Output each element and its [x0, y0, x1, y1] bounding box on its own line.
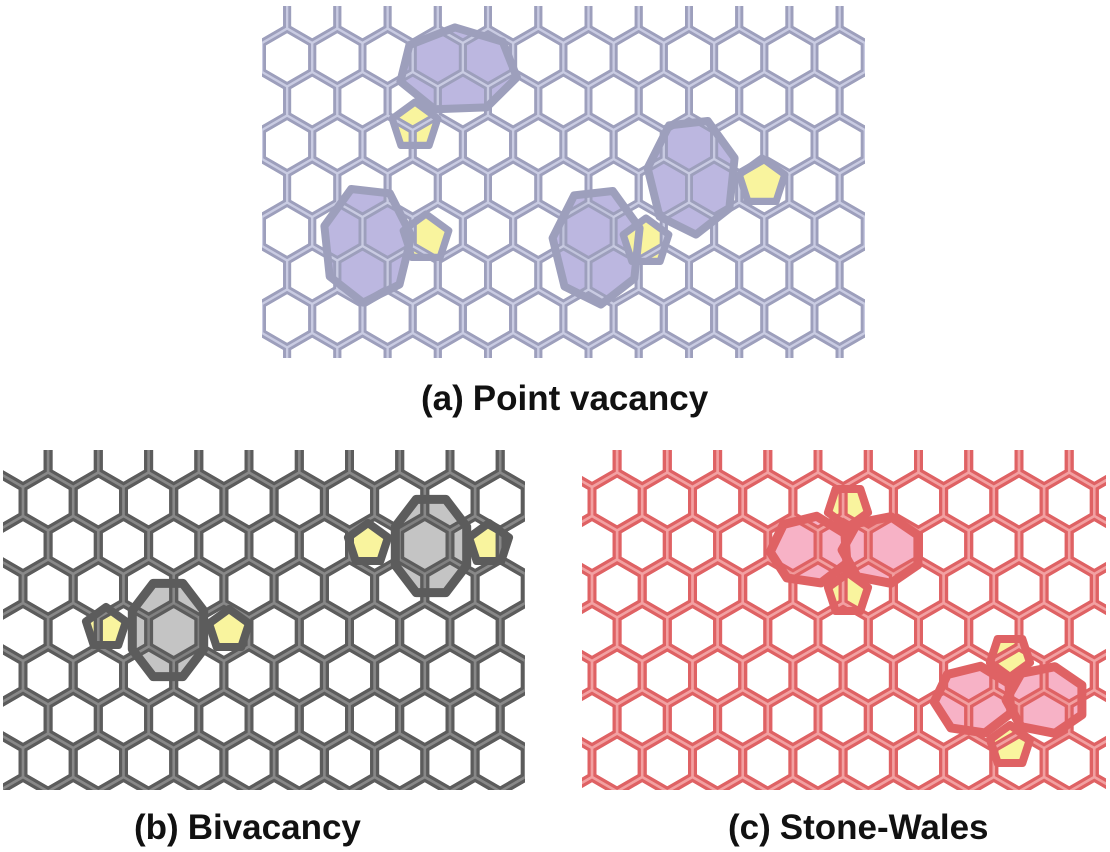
enlarged-ring: [1006, 666, 1082, 734]
pentagon-border: [204, 604, 254, 652]
bivacancy-caption: (b)Bivacancy: [134, 810, 361, 845]
hexagon-ring: [584, 329, 643, 358]
hexagon-ring: [333, 329, 392, 358]
stone-wales-lattice-svg: [582, 450, 1106, 790]
ring-border: [765, 511, 852, 588]
lattice-highlight: [582, 450, 1106, 790]
pentagon-border: [735, 154, 789, 205]
caption-label-b: (b): [134, 808, 179, 847]
caption-label-a: (a): [421, 379, 464, 418]
ring-border: [320, 185, 416, 307]
ring-border: [390, 494, 472, 598]
pentagon-border: [388, 98, 442, 149]
pentagon-border: [985, 720, 1035, 768]
hexagon-ring: [383, 329, 442, 358]
ring-border: [396, 23, 521, 114]
point-vacancy-caption: (a)Point vacancy: [421, 381, 708, 416]
ring-border: [127, 578, 209, 682]
stone-wales-lattice: [582, 450, 1106, 790]
hexagon-ring: [735, 329, 794, 358]
ring-border: [1001, 662, 1087, 738]
hexagon-ring: [484, 329, 543, 358]
pentagon-border: [81, 602, 131, 650]
pentagon-border: [985, 634, 1035, 682]
hexagon-sheen: [838, 331, 865, 358]
caption-text-b: Bivacancy: [187, 808, 361, 847]
ring-border: [548, 187, 644, 309]
pentagon-border: [464, 518, 514, 566]
enlarged-ring: [552, 191, 640, 305]
hexagon-sheen: [473, 732, 525, 790]
hexagon-sheen: [498, 601, 525, 663]
pentagon-border: [823, 568, 873, 616]
pentagon-border: [343, 518, 393, 566]
hexagon-ring: [634, 329, 693, 358]
hexagon-sheen: [498, 688, 525, 750]
ring-border: [643, 117, 739, 239]
hexagon-sheen: [1093, 478, 1106, 525]
ring-border: [837, 512, 923, 588]
point-vacancy-lattice-svg: [262, 6, 865, 358]
point-vacancy-lattice: [262, 6, 865, 358]
hexagon-ring: [534, 329, 593, 358]
hexagon-sheen: [1093, 739, 1106, 786]
stone-wales-caption: (c)Stone-Wales: [728, 810, 989, 845]
pentagon-border: [619, 214, 673, 265]
hexagon-sheen: [1093, 565, 1106, 612]
hexagon-ring: [785, 329, 844, 358]
hexagon-ring: [685, 329, 744, 358]
ring-border: [929, 661, 1016, 738]
lattice-highlight: [262, 6, 865, 358]
bivacancy-lattice-svg: [3, 450, 525, 790]
pentagon-border: [399, 210, 453, 261]
pentagon-border: [823, 484, 873, 532]
hexagon-ring: [283, 329, 342, 358]
caption-text-a: Point vacancy: [472, 379, 709, 418]
lattice-highlight: [3, 450, 525, 790]
caption-text-c: Stone-Wales: [779, 808, 989, 847]
bivacancy-lattice: [3, 450, 525, 790]
hexagon-sheen: [1093, 652, 1106, 699]
caption-label-c: (c): [728, 808, 771, 847]
hexagon-ring: [433, 329, 492, 358]
